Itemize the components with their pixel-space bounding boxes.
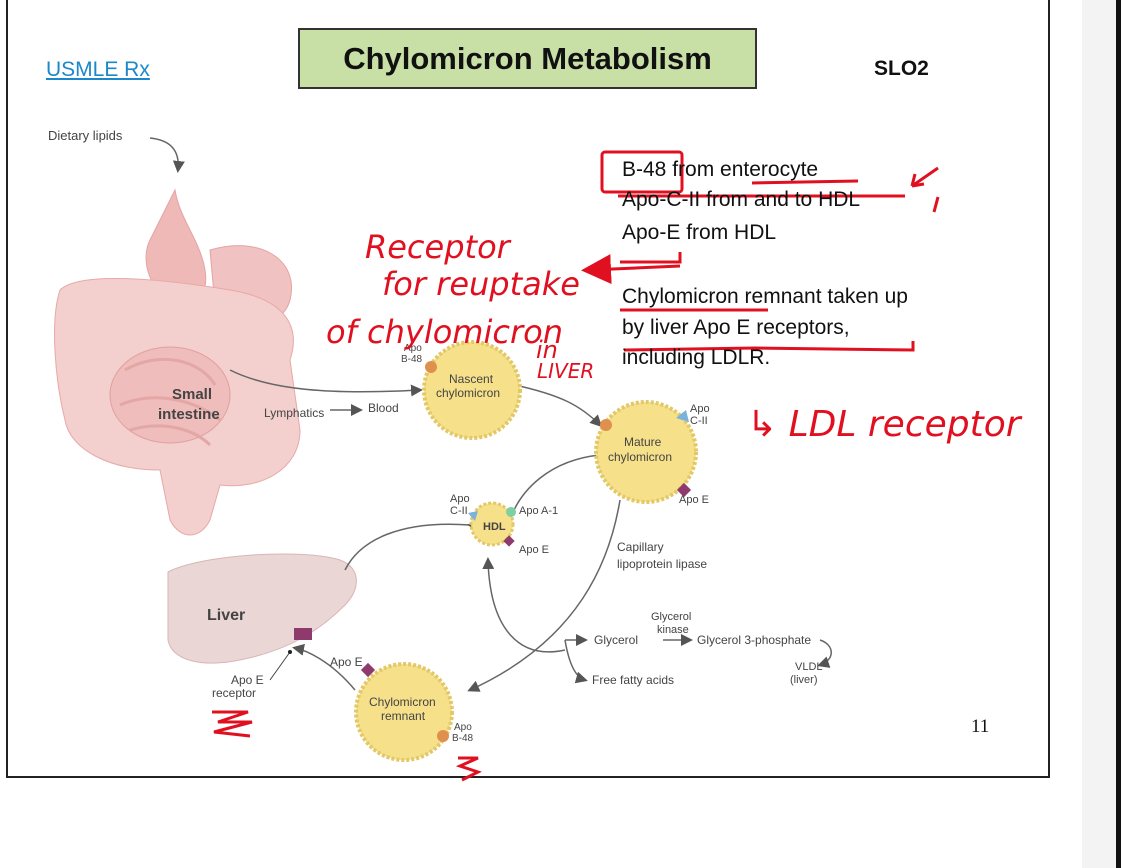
mature-c2-label: C-II [690, 415, 708, 427]
note-line-2: Apo-C-II from and to HDL [622, 188, 861, 211]
mature-chylomicron-particle [594, 400, 698, 504]
liver-label: Liver [207, 607, 245, 624]
handwriting-ldl-receptor: ↳ LDL receptor [747, 404, 1023, 445]
hdl-particle [468, 501, 516, 547]
vldl-label-1: VLDL [795, 661, 823, 673]
chylomicron-remnant-particle [354, 662, 454, 762]
apo-e-receptor-label-1: Apo E [231, 673, 264, 687]
mature-label-2: chylomicron [608, 450, 672, 464]
free-fatty-acids-label: Free fatty acids [592, 673, 674, 687]
note-line-5: by liver Apo E receptors, [622, 316, 850, 339]
hdl-c2-label: C-II [450, 505, 468, 517]
gi-tract-illustration [54, 188, 301, 536]
nascent-b48-label: B-48 [401, 354, 423, 365]
red-annotation-marks [212, 150, 940, 782]
remnant-apo-label: Apo [454, 722, 472, 733]
apo-e-receptor-label-2: receptor [212, 686, 256, 700]
mature-apo-label: Apo [690, 403, 710, 415]
note-line-1: B-48 from enterocyte [622, 158, 818, 182]
blood-label: Blood [368, 401, 399, 415]
hdl-label: HDL [483, 521, 506, 533]
slide-title: Chylomicron Metabolism [343, 40, 712, 76]
glycerol-kinase-label-2: kinase [657, 624, 689, 636]
slo-label: SLO2 [874, 57, 929, 80]
glycerol-label: Glycerol [594, 633, 638, 647]
remnant-label-2: remnant [381, 709, 426, 723]
vldl-label-2: (liver) [790, 674, 818, 686]
note-line-3: Apo-E from HDL [622, 221, 777, 244]
glycerol-3p-label: Glycerol 3-phosphate [697, 633, 811, 647]
nascent-apo-label: Apo [404, 343, 422, 354]
lymphatics-label: Lymphatics [264, 406, 324, 420]
nascent-label-1: Nascent [449, 372, 494, 386]
apo-a1-label: Apo A-1 [519, 505, 558, 517]
small-intestine-label-1: Small [172, 386, 212, 403]
handwriting-liver: LIVER [537, 359, 594, 383]
handwriting-receptor: Receptor [365, 228, 512, 266]
page-number: 11 [971, 716, 990, 737]
mature-label-1: Mature [624, 435, 662, 449]
note-line-4: Chylomicron remnant taken up [622, 285, 908, 308]
capillary-label-1: Capillary [617, 540, 664, 554]
mature-apo-e-label: Apo E [679, 494, 709, 506]
hdl-apo-e-label: Apo E [519, 544, 549, 556]
scrollbar-edge [1116, 0, 1121, 868]
nascent-label-2: chylomicron [436, 386, 500, 400]
hdl-apo-label: Apo [450, 493, 470, 505]
remnant-apo-e-label: Apo E [330, 655, 363, 669]
capillary-label-2: lipoprotein lipase [617, 557, 707, 571]
title-box: Chylomicron Metabolism [298, 28, 757, 89]
small-intestine-label-2: intestine [158, 406, 220, 423]
remnant-b48-label: B-48 [452, 733, 474, 744]
usmle-rx-link[interactable]: USMLE Rx [46, 58, 150, 81]
remnant-label-1: Chylomicron [369, 695, 436, 709]
note-from-enterocyte: from enterocyte [666, 158, 819, 181]
nascent-chylomicron-particle [422, 340, 522, 440]
glycerol-kinase-label-1: Glycerol [651, 611, 691, 623]
handwriting-for-reuptake: for reuptake [382, 265, 580, 303]
liver-illustration [167, 553, 357, 664]
handwriting-of-chylomicron: of chylomicron [326, 313, 563, 351]
dietary-lipids-label: Dietary lipids [48, 128, 123, 143]
handwriting-in: in [536, 336, 558, 364]
note-b48: B-48 [622, 158, 667, 181]
scrollbar-track[interactable] [1082, 0, 1121, 868]
note-line-6: including LDLR. [622, 346, 771, 369]
